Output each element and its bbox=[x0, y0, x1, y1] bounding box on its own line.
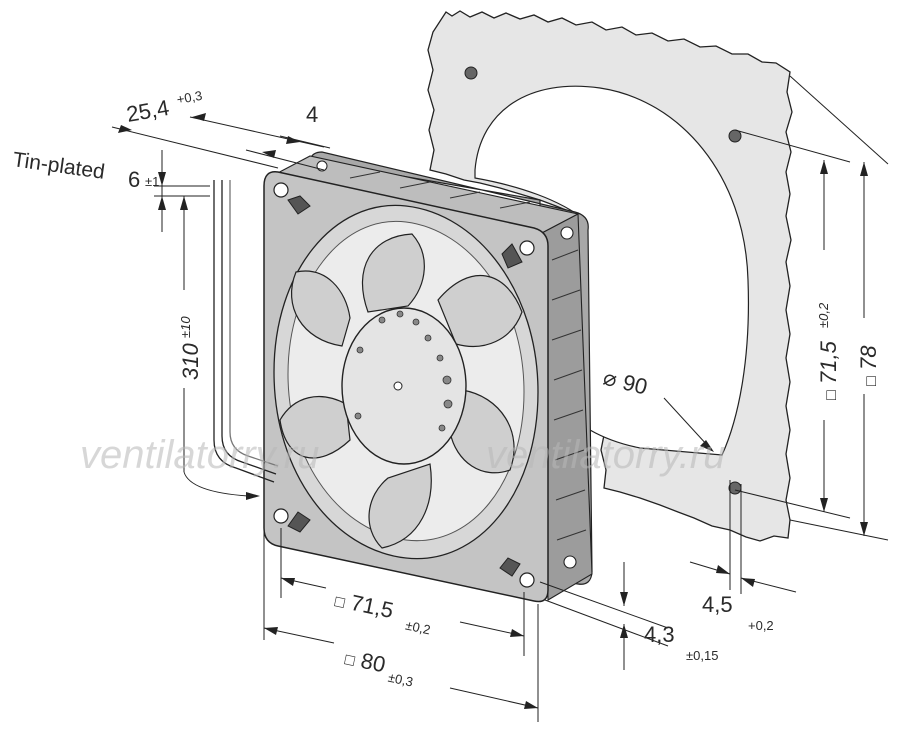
back-hole-bottom bbox=[563, 555, 577, 569]
panel-hole-bottom-right bbox=[728, 481, 742, 495]
blade-2 bbox=[437, 274, 523, 348]
lead-tolerance: ±10 bbox=[178, 316, 193, 338]
side-size-value: 78 bbox=[856, 345, 881, 370]
lead-label: Tin-plated bbox=[11, 148, 106, 184]
depth-tolerance: +0,3 bbox=[176, 88, 204, 107]
blade-4 bbox=[368, 463, 432, 549]
cutout-diameter-dimension: ⌀ 90 bbox=[601, 365, 650, 400]
cutout-diameter-symbol: ⌀ bbox=[601, 365, 620, 392]
frame-hole-top-left bbox=[273, 182, 289, 198]
frame-bottom-dimension: □ 80 ±0,3 bbox=[343, 648, 415, 690]
frame-hole-top-right bbox=[519, 240, 535, 256]
dimension-labels: 25,4 +0,3 4 Tin-plated 6 ±1 310 ±10 □ 71… bbox=[11, 88, 881, 690]
lead-wire-1 bbox=[213, 180, 275, 483]
lead-wire-2 bbox=[221, 180, 277, 475]
mount-hole-value: 4,3 bbox=[644, 622, 675, 647]
mount-hole-tolerance: ±0,15 bbox=[686, 648, 718, 663]
cutout-diameter-value: 90 bbox=[620, 369, 650, 399]
hole-pitch-bottom-value: 71,5 bbox=[349, 590, 396, 623]
strip-value: 6 bbox=[128, 167, 140, 192]
hole-pitch-bottom-tolerance: ±0,2 bbox=[404, 617, 432, 637]
blade-3 bbox=[449, 389, 515, 474]
hole-diameter-value: 4,5 bbox=[702, 592, 733, 617]
side-size-dimension: □ 78 bbox=[856, 345, 881, 386]
blade-5 bbox=[279, 396, 351, 459]
blade-1 bbox=[361, 233, 425, 313]
frame-hole-bottom-left bbox=[273, 508, 289, 524]
frame-bottom-tolerance: ±0,3 bbox=[387, 670, 415, 690]
side-fins bbox=[349, 171, 587, 541]
lead-value: 310 bbox=[178, 343, 203, 380]
frame-bottom-value: 80 bbox=[359, 648, 388, 678]
flange-value: 4 bbox=[306, 102, 318, 127]
lead-wires bbox=[213, 180, 279, 483]
hole-pitch-bottom-dimension: □ 71,5 ±0,2 bbox=[333, 590, 432, 638]
panel-hole-top-left bbox=[464, 66, 478, 80]
back-hole-top bbox=[560, 226, 574, 240]
fan-assembly bbox=[263, 151, 593, 603]
blade-6 bbox=[291, 270, 351, 347]
fan-hub bbox=[341, 307, 467, 465]
hub-holes bbox=[354, 310, 453, 432]
mounting-panel bbox=[427, 10, 793, 542]
fan-blades bbox=[279, 233, 523, 549]
hub-center bbox=[393, 381, 403, 391]
depth-value: 25,4 bbox=[125, 95, 172, 127]
panel-hole-top-right bbox=[728, 129, 742, 143]
hole-pitch-bottom-symbol: □ bbox=[333, 593, 346, 612]
hole-pitch-side-dimension: □ 71,5 ±0,2 bbox=[816, 302, 841, 400]
corner-struts bbox=[287, 195, 523, 577]
frame-hole-bottom-right bbox=[519, 572, 535, 588]
strip-tolerance: ±1 bbox=[145, 174, 159, 189]
lead-wire-3 bbox=[229, 180, 279, 467]
watermark-right: ventilatorry.ru bbox=[486, 433, 725, 477]
hole-diameter-tolerance: +0,2 bbox=[748, 618, 774, 633]
hole-pitch-side-tolerance: ±0,2 bbox=[816, 302, 831, 328]
frame-bottom-symbol: □ bbox=[343, 651, 356, 670]
side-size-symbol: □ bbox=[863, 376, 880, 386]
watermark-left: ventilatorry.ru bbox=[80, 433, 319, 477]
dimension-lines bbox=[111, 75, 889, 722]
hole-pitch-side-value: 71,5 bbox=[816, 340, 841, 384]
hole-pitch-side-symbol: □ bbox=[823, 390, 840, 400]
lead-dimension: 310 ±10 bbox=[178, 316, 203, 380]
depth-dimension: 25,4 +0,3 bbox=[125, 88, 204, 127]
